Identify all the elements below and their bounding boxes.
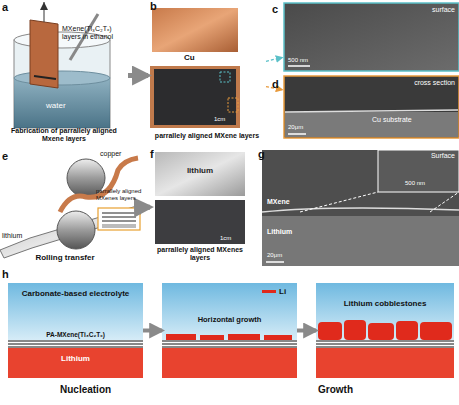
- panel-letter: h: [2, 268, 9, 280]
- node-text: MXene: [267, 198, 312, 206]
- stage-label: Growth: [318, 384, 353, 395]
- node-text: Lithium cobblestones: [321, 299, 449, 308]
- roller-illustration: [0, 158, 140, 258]
- node-text: Cu substrate: [372, 116, 432, 124]
- copper-photo: [152, 8, 238, 52]
- node-text: Fabrication of parrallely aligned Mxene …: [0, 127, 128, 143]
- node-text: Carbonate-based electrolyte: [13, 289, 138, 298]
- legend-item: Li: [262, 287, 286, 296]
- panel-box: lithium parrallely aligned MXenes layers 1…: [150, 150, 250, 262]
- node-text: 20μm: [288, 124, 318, 131]
- node-text: Lithium: [13, 354, 138, 363]
- node-text: 20μm: [267, 252, 297, 259]
- sem-surface: [284, 3, 459, 71]
- node-text: lithium: [2, 232, 42, 240]
- beaker-illustration: [14, 2, 110, 128]
- panel-box: MXene(Ti₃C₂Tₓ) layers in ethanolwaterFab…: [0, 15, 128, 137]
- legend-text: Li: [279, 287, 286, 296]
- panel-box: Surface 500 nm MXeneLithium 20μm: [255, 148, 459, 266]
- node-text: surface: [410, 6, 455, 14]
- node-text: Cu: [184, 53, 214, 62]
- node-text: 1cm: [220, 235, 246, 242]
- stage-box: Carbonate-based electrolytePA-MXene(Ti₃C…: [8, 283, 143, 378]
- panel-box: copper lithium parrallely aligned MXenes l…: [0, 150, 145, 268]
- mxene-photo: [150, 66, 240, 128]
- node-text: Lithium: [267, 228, 312, 236]
- node-text: Surface: [405, 152, 455, 160]
- node-text: PA-MXene(Ti₃C₂Tₓ): [13, 331, 138, 338]
- connector-arrow: [128, 73, 148, 78]
- lithium-photo: [155, 152, 245, 196]
- connector-arrow: [145, 205, 150, 210]
- node-text: copper: [100, 150, 144, 158]
- node-text: cross section: [382, 79, 455, 87]
- connector-arrow: [297, 329, 316, 333]
- stage-box: Lithium cobblestones: [316, 283, 454, 378]
- panel-box: cross section Cu substrate 20μm: [282, 76, 459, 138]
- connector-arrow: [143, 329, 162, 333]
- panel-box: Cu parrallely aligned MXene layers 1cm: [148, 5, 266, 145]
- node-text: parrallely aligned MXenes layers: [96, 188, 144, 202]
- node-text: MXene(Ti₃C₂Tₓ) layers in ethanol: [62, 25, 126, 41]
- node-text: 500 nm: [288, 57, 328, 64]
- node-text: parrallely aligned MXenes layers: [150, 246, 250, 262]
- node-text: parrallely aligned MXene layers: [148, 132, 266, 140]
- stage-label: Nucleation: [60, 384, 111, 395]
- growth-schematic: [8, 283, 454, 378]
- connector-arrow: [266, 58, 282, 62]
- panel-letter: g: [258, 148, 265, 160]
- panel-box: surface 500 nm: [282, 3, 459, 71]
- node-text: Rolling transfer: [10, 253, 120, 262]
- node-text: water: [46, 101, 86, 110]
- stage-box: Horizontal growth: [162, 283, 297, 378]
- node-text: 500 nm: [405, 180, 445, 187]
- sem-cross-section: [284, 76, 459, 138]
- mxene-lithium-photo: [155, 200, 245, 244]
- sem-lithium: [262, 150, 459, 266]
- panel-letter: f: [150, 148, 154, 160]
- legend-swatch: [262, 290, 276, 293]
- panel-letter: b: [150, 0, 157, 12]
- panel-letter: c: [272, 3, 278, 15]
- panel-letter: d: [272, 78, 279, 90]
- node-text: Horizontal growth: [167, 316, 292, 325]
- panel-letter: e: [2, 150, 8, 162]
- node-text: 1cm: [214, 116, 236, 123]
- panel-letter: a: [2, 1, 8, 13]
- node-text: lithium: [180, 166, 220, 175]
